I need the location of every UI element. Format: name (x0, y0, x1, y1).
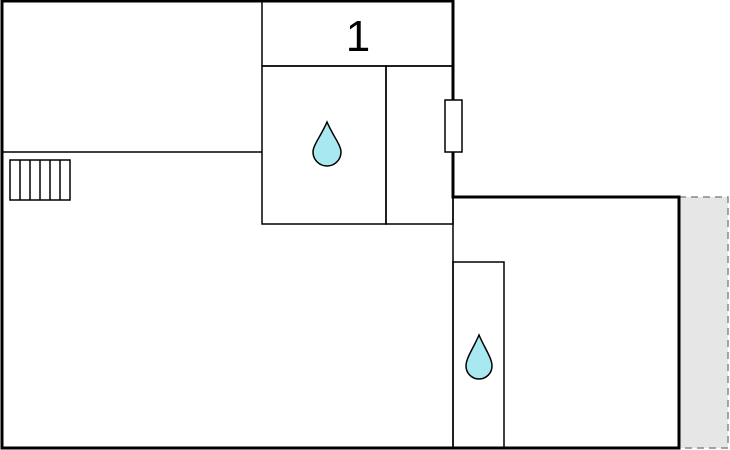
outer-wall (0, 0, 681, 450)
terrace-area (678, 196, 729, 449)
stairs-icon (9, 159, 71, 201)
water-drop-icon (465, 333, 493, 380)
bathroom-lower-room (452, 261, 505, 449)
level-label: 1 (346, 12, 370, 61)
window-icon (444, 99, 463, 153)
water-drop-icon (312, 120, 342, 167)
storage-room-upper (385, 65, 454, 225)
